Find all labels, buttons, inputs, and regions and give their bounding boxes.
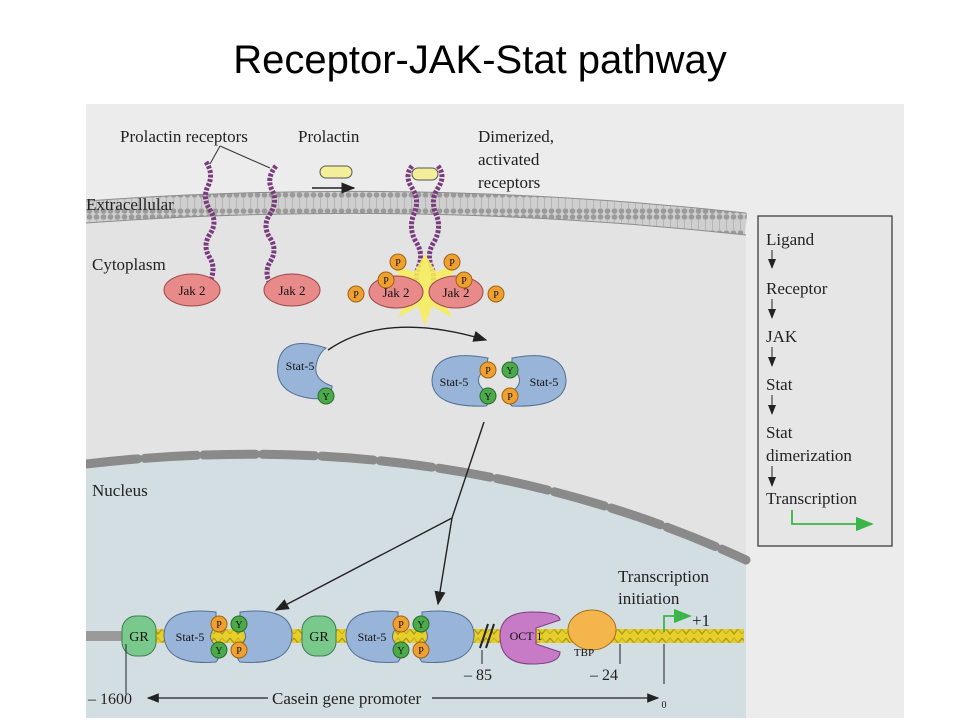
- legend-step-7: Transcription: [766, 489, 857, 508]
- label-extracellular: Extracellular: [86, 195, 174, 214]
- label-pos-85: – 85: [463, 667, 492, 684]
- svg-text:P: P: [418, 646, 424, 657]
- legend-transcription-arrow: [791, 510, 874, 532]
- label-pos-1600: – 1600: [87, 691, 132, 708]
- pathway-diagram: Prolactin receptors Prolactin Dimerized,…: [86, 104, 904, 718]
- tbp: [567, 609, 617, 651]
- label-plus-one: +1: [692, 611, 710, 630]
- phosphates-receptor: P P P P P P: [347, 253, 505, 303]
- legend-step-4: Stat: [766, 375, 793, 394]
- label-pos-24: – 24: [589, 667, 618, 684]
- svg-text:P: P: [493, 290, 499, 301]
- legend-step-5: Stat: [766, 423, 793, 442]
- prolactin-ligand: [319, 165, 353, 179]
- activation-burst: [384, 254, 466, 326]
- label-dimerized-3: receptors: [478, 173, 540, 192]
- jak2-left-1: [163, 273, 221, 307]
- svg-text:TBP: TBP: [574, 647, 594, 659]
- nuclear-envelope: [86, 449, 751, 565]
- jak2-left-1-label: Jak 2: [178, 283, 205, 298]
- stat5-dimer-label-2: Stat-5: [530, 375, 559, 389]
- jak2-left-2-label: Jak 2: [278, 283, 305, 298]
- stat5-dimer: Stat-5 Stat-5 P Y Y P: [431, 355, 567, 407]
- legend-box: [757, 215, 893, 547]
- gr-2: [301, 615, 337, 657]
- svg-text:P: P: [398, 620, 404, 631]
- stat5-dimer-dna-2: Stat-5 P Y Y P: [345, 610, 475, 663]
- arrow-to-nucleus: [451, 421, 485, 519]
- legend-steps: Ligand Receptor JAK Stat Stat dimerizati…: [766, 230, 874, 532]
- label-casein-promoter: Casein gene promoter: [272, 689, 422, 708]
- svg-text:Y: Y: [484, 392, 491, 403]
- svg-text:P: P: [216, 620, 222, 631]
- svg-text:OCT 1: OCT 1: [510, 629, 543, 643]
- receptor-left-2: [263, 164, 278, 286]
- svg-text:Y: Y: [506, 366, 513, 377]
- svg-text:Y: Y: [417, 620, 424, 631]
- svg-text:Y: Y: [215, 646, 222, 657]
- svg-text:GR: GR: [129, 630, 149, 645]
- svg-text:Y: Y: [235, 620, 242, 631]
- arrow-stat-dimerization: [327, 326, 488, 351]
- legend-step-2: Receptor: [766, 279, 828, 298]
- stat5-monomer-y: [317, 387, 335, 405]
- label-transcription-initiation-2: initiation: [618, 589, 680, 608]
- jak2-left-2: [263, 273, 321, 307]
- label-pos-0: 0: [662, 700, 667, 711]
- svg-text:P: P: [353, 290, 359, 301]
- jak2-dimer-1-label: Jak 2: [382, 285, 409, 300]
- svg-text:Y: Y: [397, 646, 404, 657]
- svg-text:P: P: [461, 276, 467, 287]
- label-dimerized-2: activated: [478, 150, 540, 169]
- stat5-dimer-label-1: Stat-5: [440, 375, 469, 389]
- arrow-to-site-1: [274, 517, 453, 611]
- stat5-dimer-dna-1: Stat-5 P Y Y P: [163, 610, 293, 663]
- label-transcription-initiation-1: Transcription: [618, 567, 709, 586]
- label-nucleus: Nucleus: [92, 481, 148, 500]
- svg-text:P: P: [395, 258, 401, 269]
- dna-strand-grey: [86, 631, 126, 641]
- legend-step-1: Ligand: [766, 230, 815, 249]
- label-prolactin-receptors: Prolactin receptors: [120, 127, 248, 146]
- transcription-start-arrow: [663, 608, 692, 632]
- svg-text:P: P: [507, 392, 513, 403]
- svg-text:Stat-5: Stat-5: [358, 630, 387, 644]
- label-cytoplasm: Cytoplasm: [92, 255, 166, 274]
- arrow-to-site-2: [434, 517, 453, 606]
- slide-title: Receptor-JAK-Stat pathway: [233, 38, 727, 82]
- legend-step-3: JAK: [766, 327, 798, 346]
- prolactin-bound: [411, 167, 439, 181]
- oct1: [499, 611, 561, 665]
- svg-text:GR: GR: [309, 630, 329, 645]
- label-prolactin: Prolactin: [298, 127, 360, 146]
- gr-1: [121, 615, 157, 657]
- cell-membrane: [86, 191, 748, 235]
- svg-text:P: P: [383, 276, 389, 287]
- svg-text:Stat-5: Stat-5: [176, 630, 205, 644]
- label-dimerized-1: Dimerized,: [478, 127, 554, 146]
- svg-text:Y: Y: [322, 392, 329, 403]
- svg-text:P: P: [236, 646, 242, 657]
- stat5-monomer-label: Stat-5: [286, 359, 315, 373]
- legend-step-6: dimerization: [766, 446, 852, 465]
- svg-text:P: P: [485, 366, 491, 377]
- receptor-left-1: [202, 160, 217, 283]
- jak2-dimer-2-label: Jak 2: [442, 285, 469, 300]
- svg-text:P: P: [449, 258, 455, 269]
